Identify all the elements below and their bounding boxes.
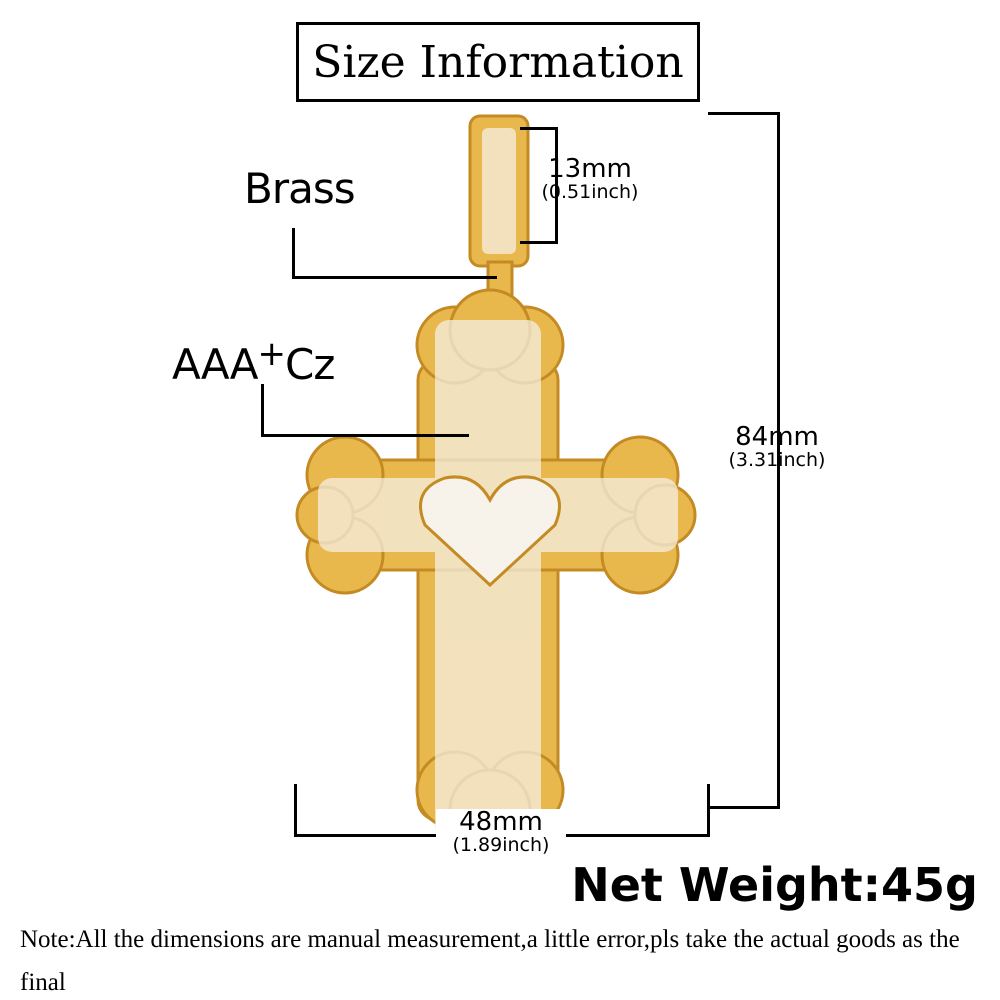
- stone-label: AAA+Cz: [172, 334, 335, 389]
- stone-plus: +: [257, 334, 286, 374]
- stone-type: Cz: [285, 340, 335, 389]
- bail-inch: (0.51inch): [541, 181, 639, 203]
- title-box: Size Information: [296, 22, 700, 102]
- width-inch: (1.89inch): [452, 834, 550, 856]
- heart-center: [419, 475, 561, 588]
- bail-mm: 13mm: [548, 154, 632, 184]
- stone-grade: AAA: [172, 340, 259, 389]
- height-dimension: 84mm (3.31inch): [712, 424, 842, 470]
- bail-dimension: 13mm (0.51inch): [528, 156, 652, 202]
- width-mm: 48mm: [459, 807, 543, 837]
- material-label: Brass: [244, 164, 356, 213]
- width-dimension: 48mm (1.89inch): [436, 809, 566, 855]
- net-weight: Net Weight:45g: [571, 858, 978, 912]
- height-mm: 84mm: [735, 422, 819, 452]
- measurement-note: Note:All the dimensions are manual measu…: [20, 926, 960, 996]
- height-inch: (3.31inch): [728, 449, 826, 471]
- title: Size Information: [312, 36, 684, 88]
